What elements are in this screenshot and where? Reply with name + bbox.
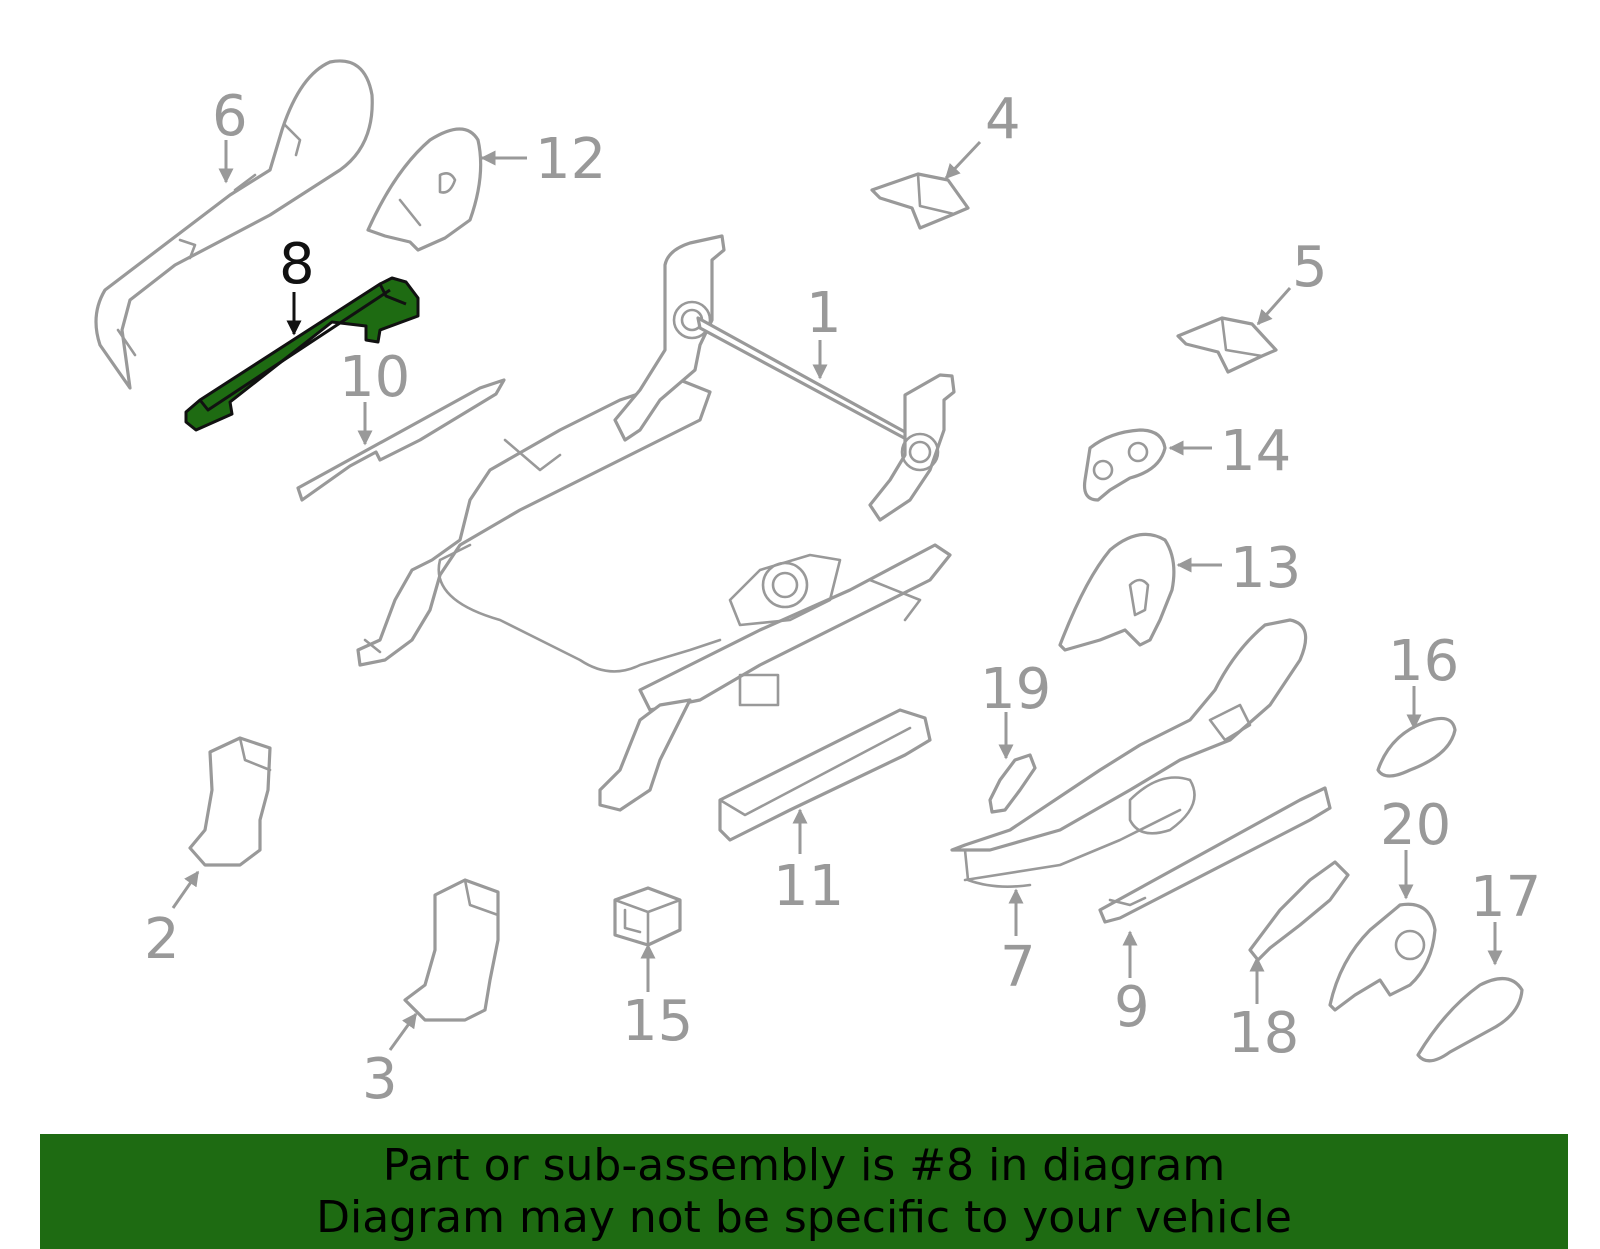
callout-1[interactable]: 1 [806, 281, 842, 346]
callout-20[interactable]: 20 [1380, 793, 1451, 858]
part-18-lever [1248, 860, 1350, 962]
part-15-block [613, 886, 682, 947]
callout-3[interactable]: 3 [362, 1047, 398, 1112]
callout-2[interactable]: 2 [144, 907, 180, 972]
callout-18[interactable]: 18 [1228, 1001, 1299, 1066]
part-7-side-trim [950, 618, 1308, 888]
callout-19[interactable]: 19 [980, 657, 1051, 722]
callout-4[interactable]: 4 [985, 87, 1021, 152]
part-12-shield [366, 127, 483, 252]
part-20-knob [1328, 902, 1437, 1012]
callout-6[interactable]: 6 [212, 84, 248, 149]
part-3-cover [403, 878, 500, 1022]
part-2-cover [188, 736, 272, 867]
part-9-rail-trim [1098, 786, 1332, 924]
callout-10[interactable]: 10 [339, 345, 410, 410]
callout-7[interactable]: 7 [1000, 935, 1036, 1000]
part-5-bracket [1176, 316, 1278, 374]
part-1-seat-adjuster [356, 234, 956, 812]
part-8-rail-cover-highlighted[interactable] [184, 276, 420, 432]
callout-8[interactable]: 8 [279, 232, 315, 297]
callout-11[interactable]: 11 [773, 854, 844, 919]
part-10-rail-cover [296, 378, 506, 502]
callout-5[interactable]: 5 [1292, 235, 1328, 300]
part-17-handle [1416, 977, 1524, 1063]
callout-15[interactable]: 15 [622, 989, 693, 1054]
part-11-rail-cover [718, 708, 932, 842]
part-6-recliner-cover [94, 59, 374, 390]
callout-14[interactable]: 14 [1220, 419, 1291, 484]
callout-9[interactable]: 9 [1114, 975, 1150, 1040]
callout-16[interactable]: 16 [1388, 629, 1459, 694]
part-4-bracket [870, 172, 970, 230]
info-banner: Part or sub-assembly is #8 in diagram Di… [40, 1134, 1568, 1249]
callout-12[interactable]: 12 [535, 127, 606, 192]
part-14-cover [1082, 428, 1167, 502]
part-16-cap [1376, 716, 1457, 778]
callout-13[interactable]: 13 [1230, 536, 1301, 601]
leader-lines [171, 140, 1503, 1051]
callout-labels: 6 12 4 5 1 8 10 14 13 19 16 20 17 2 11 7… [144, 84, 1541, 1112]
part-19-clip [988, 753, 1037, 814]
banner-line-part-number: Part or sub-assembly is #8 in diagram [382, 1139, 1226, 1191]
part-13-shield [1058, 532, 1176, 652]
callout-17[interactable]: 17 [1470, 865, 1541, 930]
banner-line-disclaimer: Diagram may not be specific to your vehi… [316, 1191, 1292, 1243]
